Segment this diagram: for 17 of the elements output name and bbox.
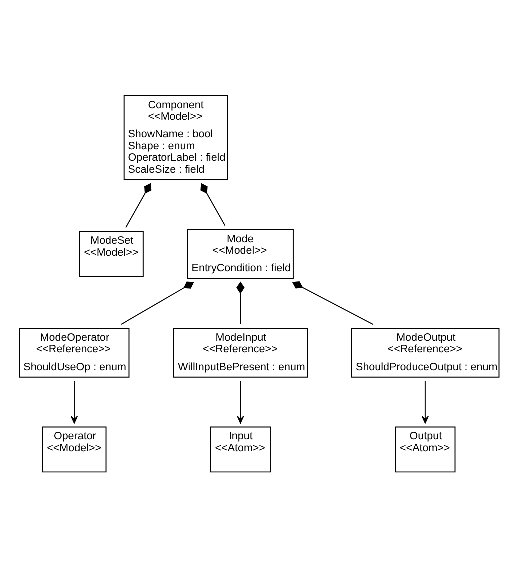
node-box: Mode <<Model>> EntryCondition : field (187, 229, 294, 280)
node-box: Output <<Atom>> (395, 426, 456, 473)
node-box: Component <<Model>> ShowName : bool Shape : enum OperatorLabel : field ScaleSize : field (124, 95, 228, 180)
node-box: ModeSet <<Model>> (79, 231, 144, 278)
connector (121, 282, 194, 326)
arrow (237, 380, 244, 424)
node-box: Operator <<Model>> (42, 426, 107, 473)
connector (292, 281, 374, 326)
connector (126, 183, 152, 228)
arrow (422, 380, 429, 424)
node-box: ModeOperator <<Reference>> ShouldUseOp : enum (19, 328, 130, 378)
node-box: ModeOutput <<Reference>> ShouldProduceOutput : enum (351, 328, 500, 378)
arrow (70, 380, 78, 424)
node-box: Input <<Atom>> (210, 426, 271, 473)
connector (236, 282, 245, 325)
connector (200, 183, 226, 226)
node-box: ModeInput <<Reference>> WillInputBePresent : enum (173, 328, 308, 378)
